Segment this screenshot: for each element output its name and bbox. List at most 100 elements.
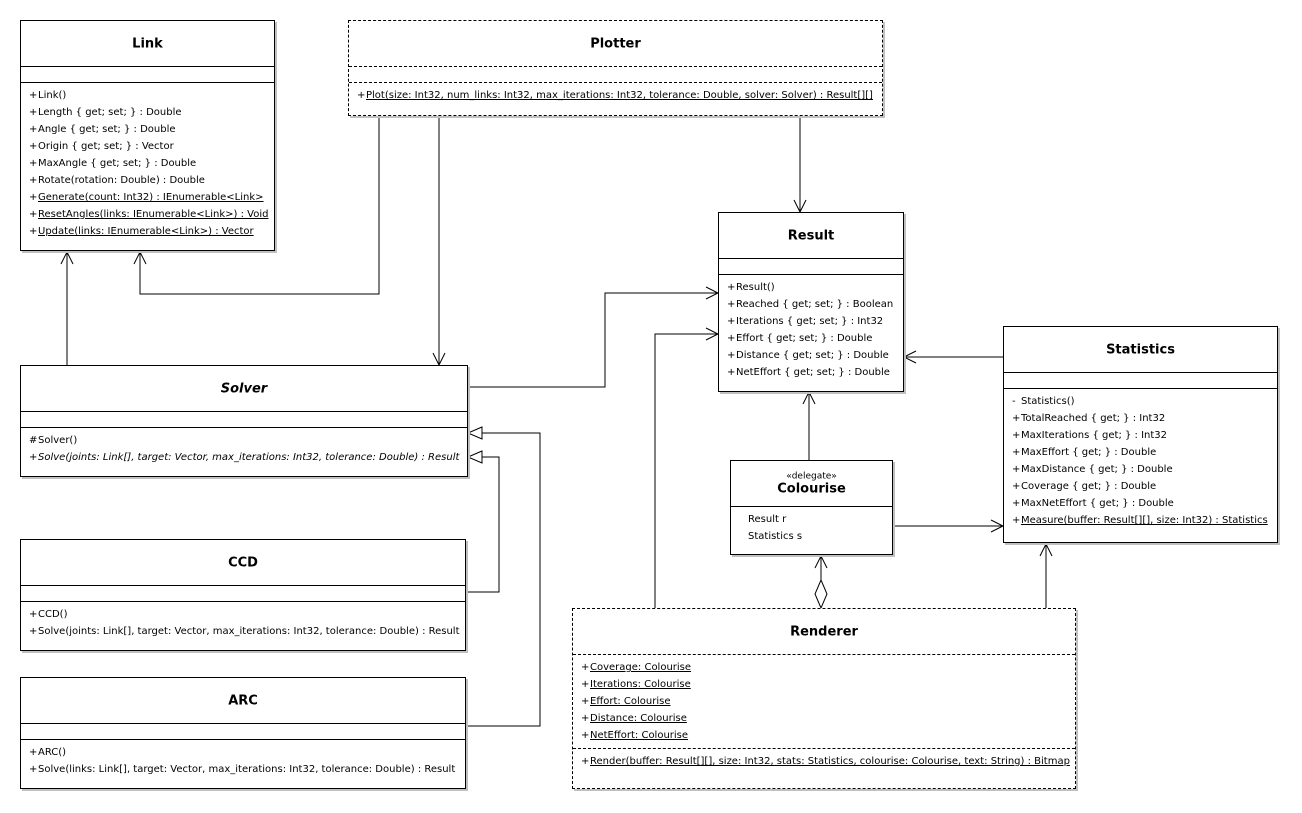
member-signature: Coverage { get; } : Double [1021,481,1157,492]
visibility-marker: + [727,367,736,378]
class-member: +MaxDistance { get; } : Double [1012,461,1269,478]
class-member: +MaxNetEffort { get; } : Double [1012,495,1269,512]
class-name: Result [787,228,835,243]
class-member: +Length { get; set; } : Double [29,104,266,121]
visibility-marker: + [581,713,590,724]
visibility-marker: + [29,175,38,186]
class-member: +Effort: Colourise [581,693,1067,710]
member-signature: Solve(joints: Link[], target: Vector, ma… [38,626,460,637]
class-member: Statistics s [739,528,884,545]
class-member: +Angle { get; set; } : Double [29,121,266,138]
class-member: +ARC() [29,744,457,761]
visibility-marker: + [727,333,736,344]
class-member: +MaxEffort { get; } : Double [1012,444,1269,461]
aggregation-diamond [814,578,828,610]
visibility-marker: + [29,158,38,169]
visibility-marker: + [29,452,38,463]
class-renderer: Renderer +Coverage: Colourise+Iterations… [572,608,1076,789]
attributes-compartment [21,586,465,602]
visibility-marker: + [29,764,38,775]
class-name: Renderer [790,624,858,639]
member-signature: NetEffort { get; set; } : Double [736,367,890,378]
visibility-marker: + [29,90,38,101]
operations-compartment: +ARC()+Solve(links: Link[], target: Vect… [21,740,465,782]
visibility-marker: + [581,696,590,707]
visibility-marker: + [29,124,38,135]
class-member: +Update(links: IEnumerable<Link>) : Vect… [29,223,266,240]
member-signature: NetEffort: Colourise [590,730,689,741]
class-name: ARC [228,693,258,708]
visibility-marker: + [1012,430,1021,441]
member-signature: Measure(buffer: Result[][], size: Int32)… [1021,515,1268,526]
class-member: +Iterations { get; set; } : Int32 [727,313,895,330]
member-signature: Distance: Colourise [590,713,687,724]
member-signature: MaxIterations { get; } : Int32 [1021,430,1168,441]
member-signature: Update(links: IEnumerable<Link>) : Vecto… [38,226,254,237]
member-signature: Rotate(rotation: Double) : Double [38,175,205,186]
member-signature: Iterations: Colourise [590,679,691,690]
member-signature: MaxAngle { get; set; } : Double [38,158,197,169]
class-name: Colourise [777,481,846,496]
class-member: +CCD() [29,606,457,623]
member-signature: Angle { get; set; } : Double [38,124,176,135]
member-signature: Solve(links: Link[], target: Vector, max… [38,764,456,775]
visibility-marker: + [1012,464,1021,475]
class-member: Result r [739,511,884,528]
visibility-marker: + [1012,515,1021,526]
class-member: +Generate(count: Int32) : IEnumerable<Li… [29,189,266,206]
class-member: +Iterations: Colourise [581,676,1067,693]
attributes-compartment [21,724,465,740]
visibility-marker: + [581,662,590,673]
class-member: +NetEffort: Colourise [581,727,1067,744]
visibility-marker: + [357,90,366,101]
visibility-marker: + [29,747,38,758]
visibility-marker: + [29,626,38,637]
class-name: CCD [228,555,258,570]
visibility-marker: + [29,141,38,152]
visibility-marker: # [29,435,38,446]
visibility-marker: + [581,730,590,741]
class-member: +Distance: Colourise [581,710,1067,727]
arrowhead [60,250,74,265]
arrowhead [802,390,816,405]
class-member: +MaxAngle { get; set; } : Double [29,155,266,172]
member-signature: MaxDistance { get; } : Double [1021,464,1173,475]
operations-compartment: +Link()+Length { get; set; } : Double+An… [21,83,274,244]
class-member: +Rotate(rotation: Double) : Double [29,172,266,189]
member-signature: MaxNetEffort { get; } : Double [1021,498,1174,509]
class-link: Link +Link()+Length { get; set; } : Doub… [20,20,275,251]
attributes-compartment [349,67,882,83]
member-signature: CCD() [38,609,68,620]
class-member: -Statistics() [1012,393,1269,410]
member-signature: Iterations { get; set; } : Int32 [736,316,884,327]
member-signature: Plot(size: Int32, num_links: Int32, max_… [366,90,873,101]
edge-renderer-result [654,333,718,608]
class-name: Statistics [1106,342,1175,357]
edge-solver-result [468,292,718,388]
visibility-marker: + [727,350,736,361]
visibility-marker: + [29,107,38,118]
member-signature: Coverage: Colourise [590,662,692,673]
class-member: +Measure(buffer: Result[][], size: Int32… [1012,512,1269,529]
class-member: +NetEffort { get; set; } : Double [727,364,895,381]
attributes-compartment [21,412,467,428]
class-name: Link [132,36,163,51]
attributes-compartment: +Coverage: Colourise+Iterations: Colouri… [573,655,1075,749]
class-plotter: Plotter +Plot(size: Int32, num_links: In… [348,20,883,116]
class-solver: Solver #Solver()+Solve(joints: Link[], t… [20,365,468,477]
member-signature: Result r [748,514,787,525]
member-signature: Render(buffer: Result[][], size: Int32, … [590,756,1070,767]
class-member: +Solve(joints: Link[], target: Vector, m… [29,449,459,466]
class-member: +Distance { get; set; } : Double [727,347,895,364]
operations-compartment: +CCD() +Solve(joints: Link[], target: Vec… [21,602,465,644]
member-signature: MaxEffort { get; } : Double [1021,447,1157,458]
class-member: +Solve(links: Link[], target: Vector, ma… [29,761,457,778]
arrowhead [1039,542,1053,557]
visibility-marker: + [581,756,590,767]
class-statistics: Statistics -Statistics()+TotalReached { … [1003,326,1278,543]
member-signature: Length { get; set; } : Double [38,107,182,118]
class-member: +Reached { get; set; } : Boolean [727,296,895,313]
class-member: +Render(buffer: Result[][], size: Int32,… [581,753,1070,770]
stereotype-label: «delegate» [786,471,837,481]
